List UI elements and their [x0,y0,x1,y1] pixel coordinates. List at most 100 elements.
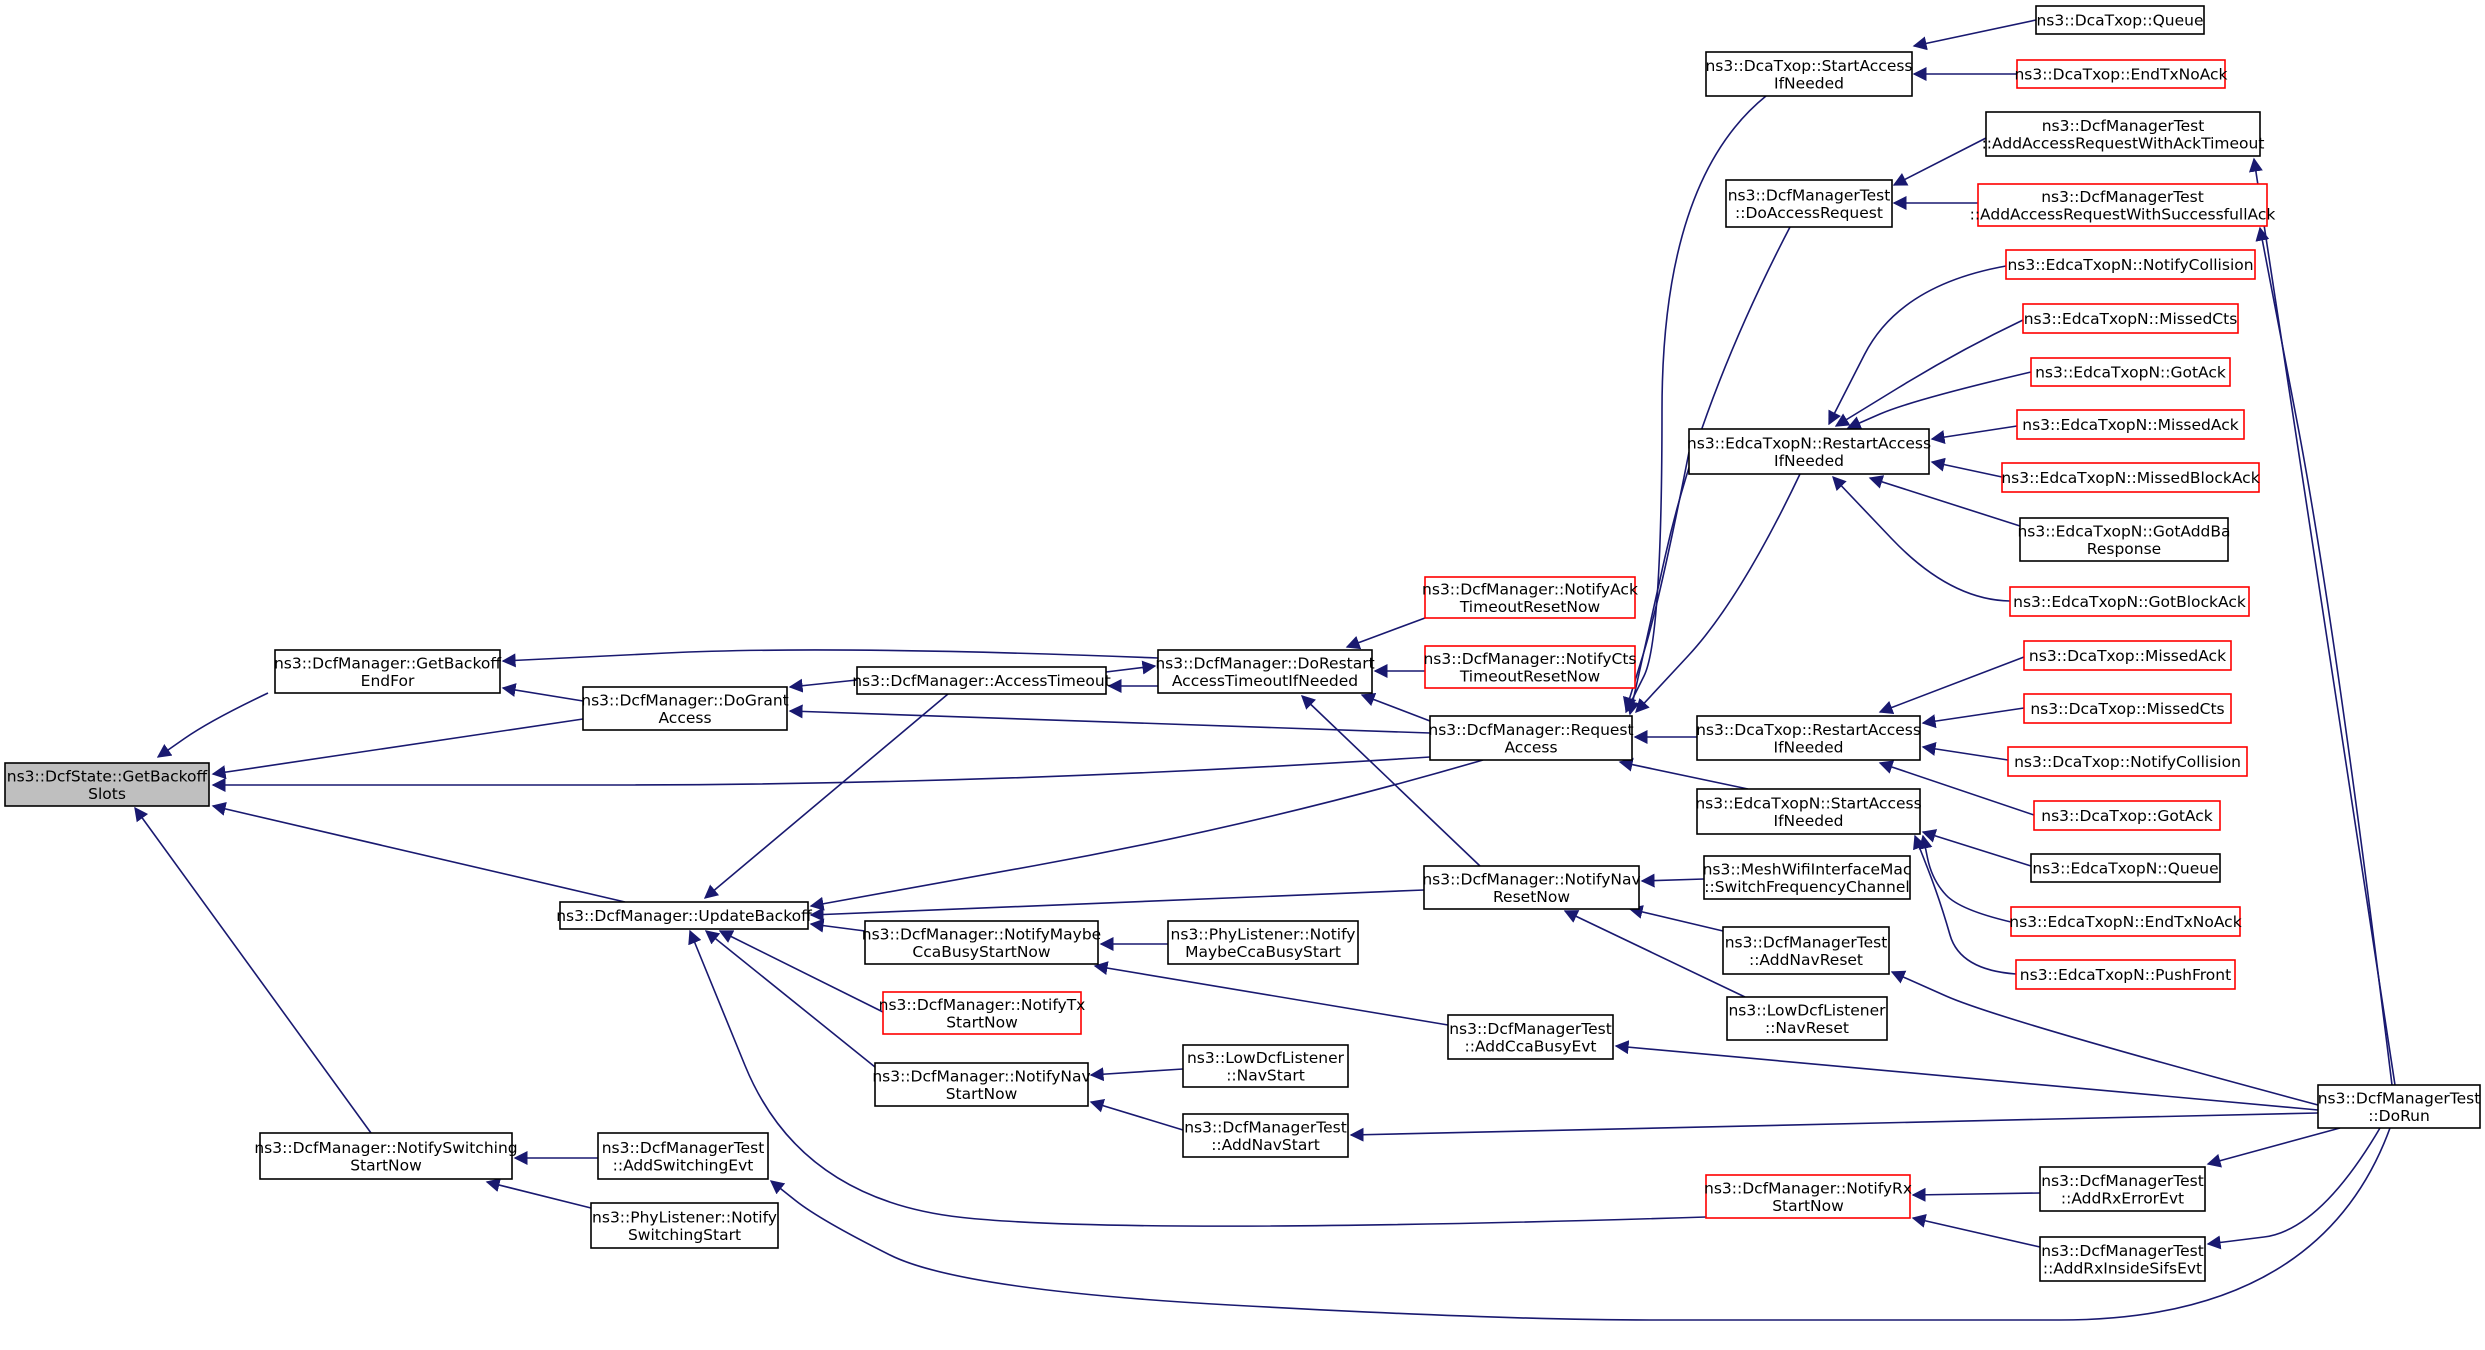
node-dorun[interactable]: ns3::DcfManagerTest::DoRun [2317,1084,2481,1129]
node-box [1182,1113,1349,1158]
edge-dograntaccess-to-getbackoffslots [211,718,584,780]
node-label: ns3::DcfManager::NotifyNav [1422,870,1640,888]
node-label: StartNow [350,1156,422,1174]
node-label: ::AddNavReset [1749,951,1863,969]
node-box [1167,920,1359,965]
node-label: ResetNow [1493,888,1570,906]
node-box [2023,640,2232,671]
node-box [1725,179,1893,228]
node-label: ns3::EdcaTxopN::GotAck [2035,364,2226,382]
node-box [1985,111,2261,157]
node-label: ::AddRxErrorEvt [2061,1189,2184,1207]
node-lownavreset[interactable]: ns3::LowDcfListener::NavReset [1726,996,1888,1041]
node-edcagotack[interactable]: ns3::EdcaTxopN::GotAck [2030,357,2231,387]
node-label: ns3::EdcaTxopN::StartAccess [1695,794,1921,812]
node-notifyack[interactable]: ns3::DcfManager::NotifyAckTimeoutResetNo… [1422,576,1638,619]
node-addackto[interactable]: ns3::DcfManagerTest::AddAccessRequestWit… [1982,111,2265,157]
node-doaccessrequest[interactable]: ns3::DcfManagerTest::DoAccessRequest [1725,179,1893,228]
node-label: TimeoutResetNow [1459,667,1601,685]
edge-edcamissedack-to-edcarestart [1930,425,2018,445]
node-notifycts[interactable]: ns3::DcfManager::NotifyCtsTimeoutResetNo… [1423,645,1637,689]
node-box [2016,409,2245,440]
node-label: ns3::DcfManager::GetBackoff [274,654,501,672]
node-edcamissedack[interactable]: ns3::EdcaTxopN::MissedAck [2016,409,2245,440]
node-updatebackoff[interactable]: ns3::DcfManager::UpdateBackoff [556,901,812,930]
node-edcaendtx[interactable]: ns3::EdcaTxopN::EndTxNoAck [2009,906,2242,937]
node-dorestart[interactable]: ns3::DcfManager::DoRestartAccessTimeoutI… [1155,649,1375,694]
node-edcapushfront[interactable]: ns3::EdcaTxopN::PushFront [2015,959,2236,990]
node-dcatxopendtx[interactable]: ns3::DcaTxop::EndTxNoAck [2014,59,2228,89]
node-dcamissedcts[interactable]: ns3::DcaTxop::MissedCts [2023,693,2232,724]
node-dcatxopqueue[interactable]: ns3::DcaTxop::Queue [2035,5,2205,35]
node-addrxerror[interactable]: ns3::DcfManagerTest::AddRxErrorEvt [2039,1166,2206,1212]
node-addswitching[interactable]: ns3::DcfManagerTest::AddSwitchingEvt [597,1132,769,1180]
node-box [2039,1236,2206,1282]
node-label: ::AddRxInsideSifsEvt [2043,1259,2202,1277]
node-box [1157,649,1373,694]
node-edcamissedblock[interactable]: ns3::EdcaTxopN::MissedBlockAck [2001,462,2260,493]
edge-dorun-to-addackto [2248,157,2396,1086]
edge-addrxinside-to-notifyrx [1911,1213,2041,1248]
edge-notifymaybecca-to-updatebackoff [809,918,866,933]
node-addccabusy[interactable]: ns3::DcfManagerTest::AddCcaBusyEvt [1447,1014,1614,1060]
node-dcagotack[interactable]: ns3::DcaTxop::GotAck [2033,800,2221,831]
edge-edcapushfront-to-edcastart [1913,834,2017,975]
node-dcamissedack[interactable]: ns3::DcaTxop::MissedAck [2023,640,2232,671]
edge-dograntaccess-to-getbackoffendfor [501,683,584,702]
node-label: ns3::EdcaTxopN::RestartAccess [1687,434,1931,452]
node-label: ns3::PhyListener::Notify [592,1208,777,1226]
node-label: ns3::DcfManager::Request [1428,721,1633,739]
node-addnavstart[interactable]: ns3::DcfManagerTest::AddNavStart [1182,1113,1349,1158]
edge-edcagotack-to-edcarestart [1846,371,2032,430]
node-label: ns3::EdcaTxopN::MissedCts [2024,310,2238,328]
node-box [2007,746,2248,777]
node-edcaqueue[interactable]: ns3::EdcaTxopN::Queue [2030,853,2221,883]
edge-dorun-to-addrxerror [2206,1127,2341,1168]
node-phymaybecca[interactable]: ns3::PhyListener::NotifyMaybeCcaBusyStar… [1167,920,1359,965]
node-edcamissedcts[interactable]: ns3::EdcaTxopN::MissedCts [2022,303,2239,334]
edge-edcarestart-to-requestaccess [1635,473,1801,714]
node-meshswitch[interactable]: ns3::MeshWifiInterfaceMac::SwitchFrequen… [1703,855,1912,900]
node-label: ns3::DcfManager::NotifyNav [872,1067,1090,1085]
node-box [2035,5,2205,35]
node-edcacollision[interactable]: ns3::EdcaTxopN::NotifyCollision [2005,249,2256,280]
node-box [1703,855,1911,900]
node-box [1726,996,1888,1041]
node-dcacollision[interactable]: ns3::DcaTxop::NotifyCollision [2007,746,2248,777]
edge-edcacollision-to-edcarestart [1828,265,2007,426]
node-box [1977,183,2268,227]
node-label: IfNeeded [1774,452,1844,470]
node-box [1429,715,1633,761]
node-label: Access [658,709,711,727]
node-label: ns3::MeshWifiInterfaceMac [1703,860,1912,878]
node-box [1705,1174,1911,1219]
node-addsuccack[interactable]: ns3::DcfManagerTest::AddAccessRequestWit… [1970,183,2276,227]
edge-requestaccess-to-updatebackoff [809,759,1484,911]
node-label: ns3::EdcaTxopN::PushFront [2020,966,2231,984]
node-edcagotblock[interactable]: ns3::EdcaTxopN::GotBlockAck [2009,586,2250,617]
edge-accesstimeout-to-updatebackoff [703,693,949,899]
edge-addnavstart-to-notifynavstart [1089,1098,1184,1131]
node-addnavreset[interactable]: ns3::DcfManagerTest::AddNavReset [1722,926,1890,975]
node-lownavstart[interactable]: ns3::LowDcfListener::NavStart [1182,1044,1349,1088]
node-addrxinside[interactable]: ns3::DcfManagerTest::AddRxInsideSifsEvt [2039,1236,2206,1282]
node-accesstimeout[interactable]: ns3::DcfManager::AccessTimeout [852,666,1111,695]
node-label: ns3::DcaTxop::StartAccess [1705,57,1912,75]
node-notifymaybecca[interactable]: ns3::DcfManager::NotifyMaybeCcaBusyStart… [862,920,1101,965]
